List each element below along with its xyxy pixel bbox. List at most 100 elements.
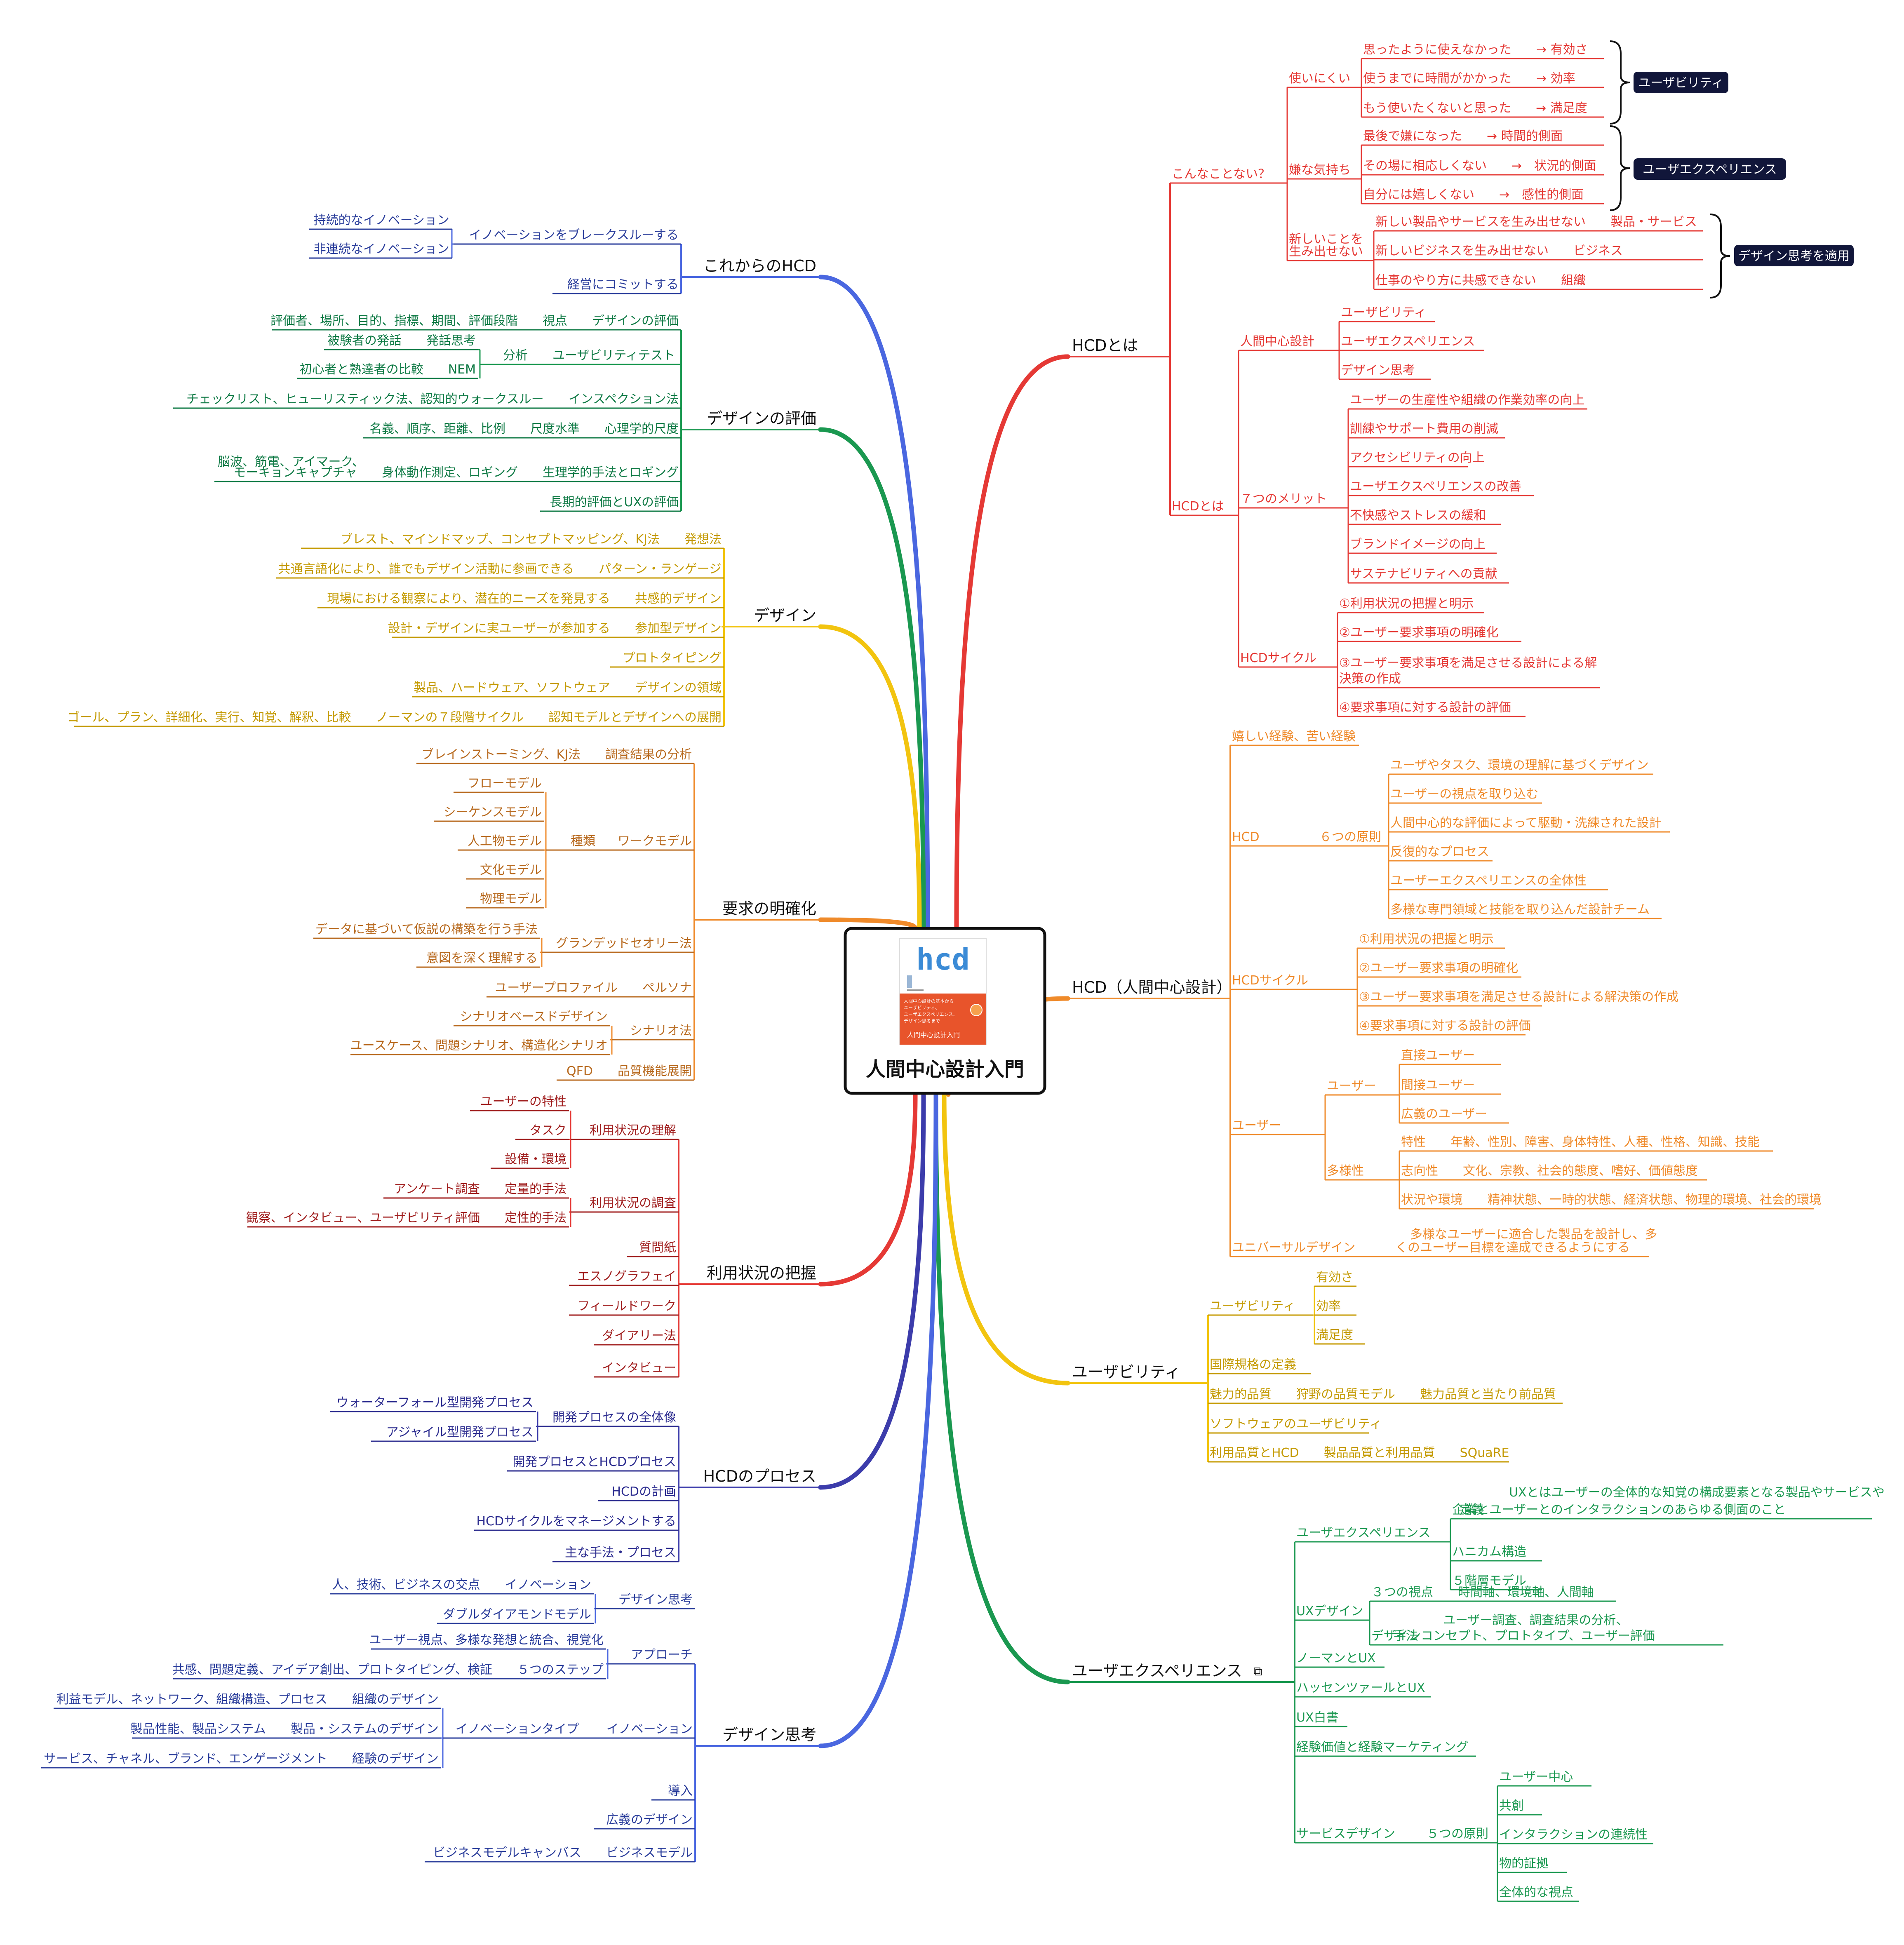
branch-usability[interactable]: ユーザビリティ xyxy=(1068,1363,1196,1384)
node-hyouka-r2c[interactable]: 初心者と熟達者の比較 NEM xyxy=(297,362,478,379)
node-youkyu-grounded[interactable]: グランデッドセオリー法 xyxy=(542,936,694,953)
node-korekara-i1[interactable]: 持続的なイノベーション xyxy=(309,213,452,230)
node-hcdtoha-n3[interactable]: デザイン思考 xyxy=(1339,363,1431,380)
node-youkyu-m1[interactable]: フローモデル xyxy=(454,776,544,793)
node-ux-s5[interactable]: 全体的な視点 xyxy=(1497,1885,1579,1902)
node-shikou-dounyu[interactable]: 導入 xyxy=(651,1784,695,1801)
node-youkyu-g1[interactable]: データに基づいて仮説の構築を行う手法 xyxy=(313,922,540,939)
node-riyou-c3[interactable]: フィールドワーク xyxy=(569,1299,679,1316)
node-shikou-bm[interactable]: ビジネスモデルキャンバス ビジネスモデル xyxy=(425,1846,695,1863)
node-hcdtoha-c3b[interactable]: 決策の作成 xyxy=(1338,672,1600,688)
node-hcdtoha-m6[interactable]: ブランドイメージの向上 xyxy=(1348,537,1497,554)
node-design-d5[interactable]: プロトタイピング xyxy=(610,651,724,668)
node-hcdtoha-c2[interactable]: ②ユーザー要求事項の明確化 xyxy=(1338,625,1521,642)
node-riyou-a2[interactable]: タスク xyxy=(515,1123,569,1140)
node-hyouka-r6[interactable]: 長期的評価とUXの評価 xyxy=(540,495,681,512)
node-riyou-chousa[interactable]: 利用状況の調査 xyxy=(571,1196,679,1213)
branch-ux[interactable]: ユーザエクスペリエンス xyxy=(1068,1662,1286,1683)
node-konna-atarashii-2[interactable]: 生み出せない xyxy=(1287,244,1373,261)
node-usability-kokusai[interactable]: 国際規格の定義 xyxy=(1208,1358,1311,1374)
node-ux-s1[interactable]: ユーザー中心 xyxy=(1497,1770,1591,1787)
node-hcd-ningen-p5[interactable]: ユーザーエクスペリエンスの全体性 xyxy=(1389,874,1608,890)
node-process-w1[interactable]: ウォーターフォール型開発プロセス xyxy=(330,1395,536,1412)
node-youkyu-scenario[interactable]: シナリオ法 xyxy=(612,1024,694,1041)
branch-hcd-ningen[interactable]: HCD（人間中心設計） xyxy=(1068,978,1232,999)
node-process-p1[interactable]: 開発プロセスとHCDプロセス xyxy=(507,1455,679,1472)
node-riyou-b1[interactable]: アンケート調査 定量的手法 xyxy=(383,1182,569,1199)
node-hcdtoha-cycle[interactable]: HCDサイクル xyxy=(1239,651,1337,668)
node-hcdtoha-c1[interactable]: ①利用状況の把握と明示 xyxy=(1338,597,1484,613)
node-ux-norman[interactable]: ノーマンとUX xyxy=(1295,1651,1385,1668)
node-hcdtoha-n1[interactable]: ユーザビリティ xyxy=(1339,305,1435,322)
node-youkyu-m5[interactable]: 物理モデル xyxy=(466,892,544,909)
tag-design-thinking[interactable]: デザイン思考を適用 xyxy=(1734,245,1854,266)
node-usability-e1[interactable]: 有効さ xyxy=(1314,1270,1356,1287)
node-shikou-b2[interactable]: 共感、問題定義、アイデア創出、プロトタイピング、検証 ５つのステップ xyxy=(172,1663,606,1680)
node-process-p4[interactable]: 主な手法・プロセス xyxy=(552,1546,679,1562)
node-hcd-ningen-c1[interactable]: ①利用状況の把握と明示 xyxy=(1357,932,1505,949)
node-konna-u2[interactable]: 使うまでに時間がかかった → 効率 xyxy=(1361,71,1604,88)
node-hcdtoha-m7[interactable]: サステナビリティへの貢献 xyxy=(1348,567,1509,584)
node-ux-def-b[interactable]: 企業とユーザーとのインタラクションのあらゆる側面のこと xyxy=(1450,1503,1872,1520)
node-hcd-ningen-t3[interactable]: 状況や環境 精神状態、一時的状態、経済状態、物理的環境、社会的環境 xyxy=(1399,1193,1822,1210)
node-hcd-ningen-c3[interactable]: ③ユーザー要求事項を満足させる設計による解決策の作成 xyxy=(1357,990,1678,1007)
node-design-d7[interactable]: ゴール、プラン、詳細化、実行、知覚、解釈、比較 ノーマンの７段階サイクル 認知モ… xyxy=(67,710,724,727)
node-design-d2[interactable]: 共通言語化により、誰でもデザイン活動に参画できる パターン・ランゲージ xyxy=(276,562,724,579)
node-process-w2[interactable]: アジャイル型開発プロセス xyxy=(371,1425,536,1442)
node-ux-mittsu[interactable]: ３つの視点 時間軸、環境軸、人間軸 xyxy=(1370,1585,1616,1602)
node-hcd-ningen-hcd[interactable]: HCD xyxy=(1230,830,1311,847)
node-ux-hassen[interactable]: ハッセンツァールとUX xyxy=(1295,1681,1431,1698)
node-hcdtoha-n2[interactable]: ユーザエクスペリエンス xyxy=(1339,334,1484,351)
branch-youkyu[interactable]: 要求の明確化 xyxy=(697,900,820,921)
branch-hyouka[interactable]: デザインの評価 xyxy=(684,409,820,430)
node-riyou-c4[interactable]: ダイアリー法 xyxy=(594,1329,679,1346)
node-usability-e3[interactable]: 満足度 xyxy=(1314,1328,1365,1345)
node-shikou-a1[interactable]: 人、技術、ビジネスの交点 イノベーション xyxy=(330,1578,594,1595)
node-hcd-ningen-p3[interactable]: 人間中心的な評価によって駆動・洗練された設計 xyxy=(1389,816,1670,833)
node-hcd-ningen-u2[interactable]: 間接ユーザー xyxy=(1399,1078,1501,1095)
node-youkyu-sc1[interactable]: シナリオベースドデザイン xyxy=(454,1010,610,1027)
node-hcd-ningen-t2[interactable]: 志向性 文化、宗教、社会的態度、嗜好、価値態度 xyxy=(1399,1164,1707,1181)
node-shikou-b1[interactable]: ユーザー視点、多様な発想と統合、視覚化 xyxy=(369,1633,606,1650)
node-shikou-kougi[interactable]: 広義のデザイン xyxy=(594,1813,695,1830)
branch-riyou[interactable]: 利用状況の把握 xyxy=(680,1264,820,1285)
node-hcdtoha-m1[interactable]: ユーザーの生産性や組織の作業効率の向上 xyxy=(1348,393,1587,410)
node-youkyu-sc2[interactable]: ユースケース、問題シナリオ、構造化シナリオ xyxy=(350,1038,610,1055)
node-process-p2[interactable]: HCDの計画 xyxy=(598,1485,679,1501)
node-hcd-ningen-user[interactable]: ユーザー xyxy=(1230,1118,1323,1135)
node-hcd-ningen-cycle[interactable]: HCDサイクル xyxy=(1230,973,1345,990)
central-topic[interactable]: hcd 人間中心設計の基本から ユーザビリティ、 ユーザエクスペリエンス、 デザ… xyxy=(844,927,1046,1095)
node-hcdtoha-m5[interactable]: 不快感やストレスの緩和 xyxy=(1348,508,1501,525)
branch-design[interactable]: デザイン xyxy=(722,606,820,627)
node-hcdtoha-label[interactable]: HCDとは xyxy=(1170,499,1237,516)
node-hcdtoha-ningen[interactable]: 人間中心設計 xyxy=(1239,334,1338,351)
node-korekara-keiei[interactable]: 経営にコミットする xyxy=(552,277,681,294)
node-usability-miryoku[interactable]: 魅力的品質 狩野の品質モデル 魅力品質と当たり前品質 xyxy=(1208,1387,1563,1404)
node-shikou-approach[interactable]: アプローチ xyxy=(608,1648,695,1665)
node-shikou-c1[interactable]: 利益モデル、ネットワーク、組織構造、プロセス 組織のデザイン xyxy=(54,1692,441,1709)
node-shikou-inno[interactable]: イノベーション xyxy=(581,1722,695,1739)
node-riyou-c1[interactable]: 質問紙 xyxy=(627,1240,679,1257)
node-youkyu-m2[interactable]: シーケンスモデル xyxy=(434,805,544,822)
node-hyouka-r1[interactable]: 評価者、場所、目的、指標、期間、評価段階 視点 デザインの評価 xyxy=(270,314,681,331)
node-shikou-c3[interactable]: サービス、チャネル、ブランド、エンゲージメント 経験のデザイン xyxy=(41,1752,441,1769)
node-ux-keiken[interactable]: 経験価値と経験マーケティング xyxy=(1295,1740,1476,1757)
node-konna-u1[interactable]: 思ったように使えなかった → 有効さ xyxy=(1361,42,1604,59)
node-konna-u3[interactable]: もう使いたくないと思った → 満足度 xyxy=(1361,101,1604,118)
node-hcdtoha-m2[interactable]: 訓練やサポート費用の削減 xyxy=(1348,422,1505,439)
node-konna-iyana[interactable]: 嫌な気持ち xyxy=(1287,163,1361,180)
node-ux-s4[interactable]: 物的証拠 xyxy=(1497,1856,1567,1873)
node-hcd-ningen-ureshii[interactable]: 嬉しい経験、苦い経験 xyxy=(1230,729,1359,746)
node-shikou-type[interactable]: イノベーションタイプ xyxy=(443,1722,581,1739)
node-hyouka-r3[interactable]: チェックリスト、ヒューリスティック法、認知的ウォークスルー インスペクション法 xyxy=(173,392,681,409)
node-hyouka-r2a[interactable]: 被験者の発話 発話思考 xyxy=(324,334,478,350)
node-ux-honeycomb[interactable]: ハニカム構造 xyxy=(1450,1545,1542,1562)
node-hcd-ningen-u1[interactable]: 直接ユーザー xyxy=(1399,1048,1501,1065)
node-youkyu-qfd[interactable]: QFD 品質機能展開 xyxy=(557,1064,694,1081)
node-hcd-ningen-c4[interactable]: ④要求事項に対する設計の評価 xyxy=(1357,1019,1531,1036)
node-ux-five[interactable]: ５階層モデル xyxy=(1450,1574,1542,1590)
node-ux-ux[interactable]: ユーザエクスペリエンス xyxy=(1295,1526,1443,1543)
node-hcd-ningen-user2[interactable]: ユーザー xyxy=(1325,1079,1398,1096)
node-konna-d1[interactable]: 新しい製品やサービスを生み出せない 製品・サービス xyxy=(1374,215,1703,232)
node-hcd-ningen-tayou[interactable]: 多様性 xyxy=(1325,1164,1398,1181)
